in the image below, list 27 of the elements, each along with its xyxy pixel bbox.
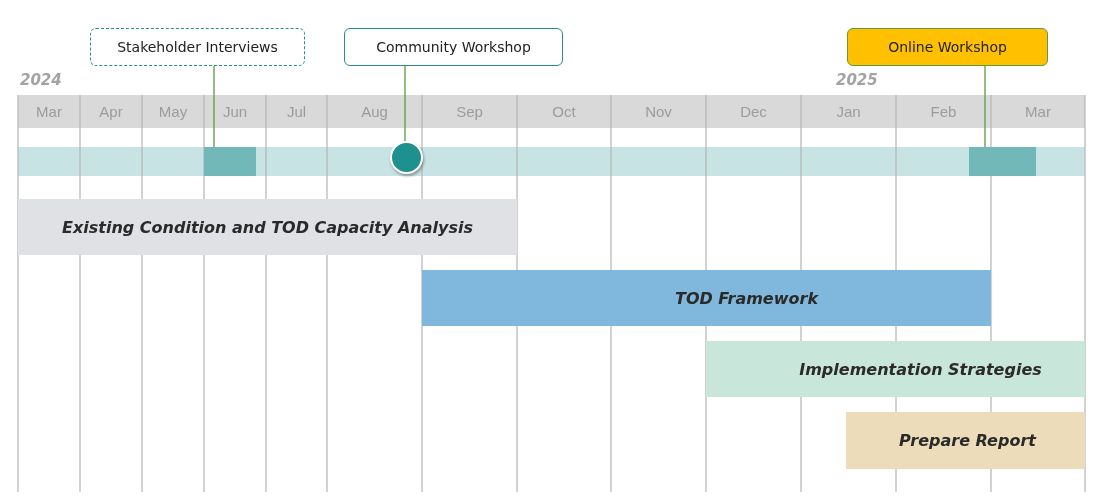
milestone-bar [204,147,256,176]
callout-box: Community Workshop [344,28,563,66]
leader-line [984,65,986,148]
month-label: Feb [930,104,957,119]
month-label: May [158,104,188,119]
month-label: Oct [552,104,576,119]
month-label: Mar [36,104,62,119]
leader-line [213,65,215,148]
month-label: Jan [836,104,861,119]
task-bar: Implementation Strategies [706,341,1085,397]
year-label: 2024 [20,73,62,88]
month-label: Mar [1025,104,1051,119]
callout-box: Online Workshop [847,28,1048,66]
month-label: Jun [222,104,248,119]
month-label: Dec [740,104,767,119]
month-label: Nov [645,104,672,119]
month-label: Jul [286,104,307,119]
milestone-bar [969,147,1036,176]
task-bar: TOD Framework [422,270,991,326]
callout-box: Stakeholder Interviews [90,28,305,66]
year-label: 2025 [836,73,878,88]
month-label: Sep [456,104,483,119]
month-label: Aug [361,104,388,119]
month-label: Apr [99,104,123,119]
leader-line [404,65,406,142]
task-bar: Prepare Report [846,412,1085,469]
task-bar: Existing Condition and TOD Capacity Analysis [18,199,517,255]
